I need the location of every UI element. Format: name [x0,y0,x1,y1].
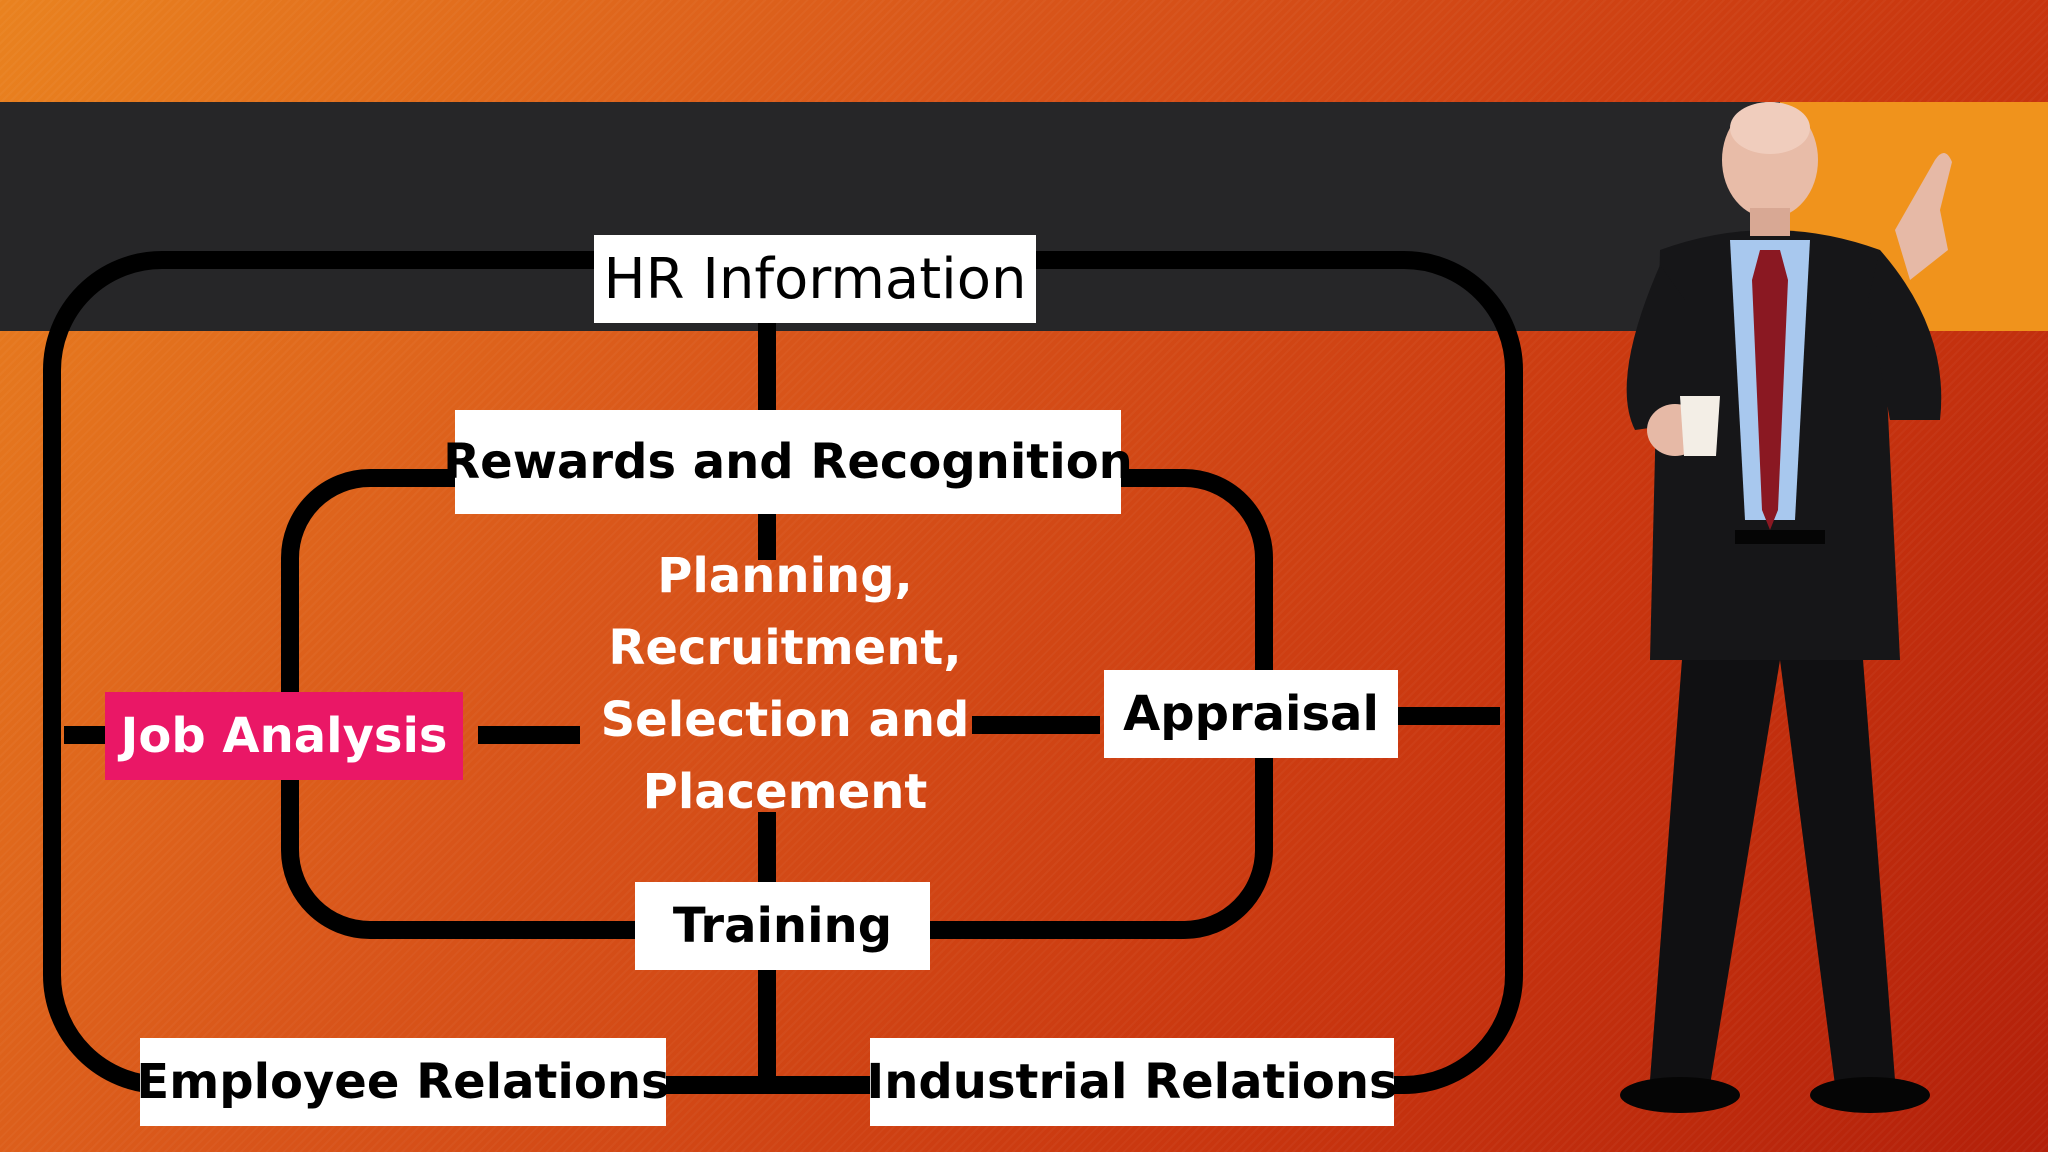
center-line-2: Recruitment, [608,620,962,676]
training-box: Training [635,882,930,970]
industrial-relations-label: Industrial Relations [866,1054,1398,1110]
rewards-recognition-box: Rewards and Recognition [443,410,1133,514]
presenter-figure [1620,102,1952,1113]
job-analysis-box: Job Analysis [105,692,463,780]
appraisal-box: Appraisal [1104,670,1398,758]
center-line-3: Selection and [600,692,970,748]
rewards-recognition-label: Rewards and Recognition [443,434,1133,490]
hr-information-box: HR Information [594,235,1036,323]
training-label: Training [672,898,893,954]
center-line-4: Placement [642,764,928,820]
hr-information-label: HR Information [603,246,1027,312]
employee-relations-box: Employee Relations [136,1038,670,1126]
center-line-1: Planning, [657,548,913,604]
appraisal-label: Appraisal [1123,686,1379,742]
center-process-text: Planning, Recruitment, Selection and Pla… [570,540,1000,828]
job-analysis-label: Job Analysis [120,708,448,764]
industrial-relations-box: Industrial Relations [866,1038,1398,1126]
employee-relations-label: Employee Relations [136,1054,670,1110]
